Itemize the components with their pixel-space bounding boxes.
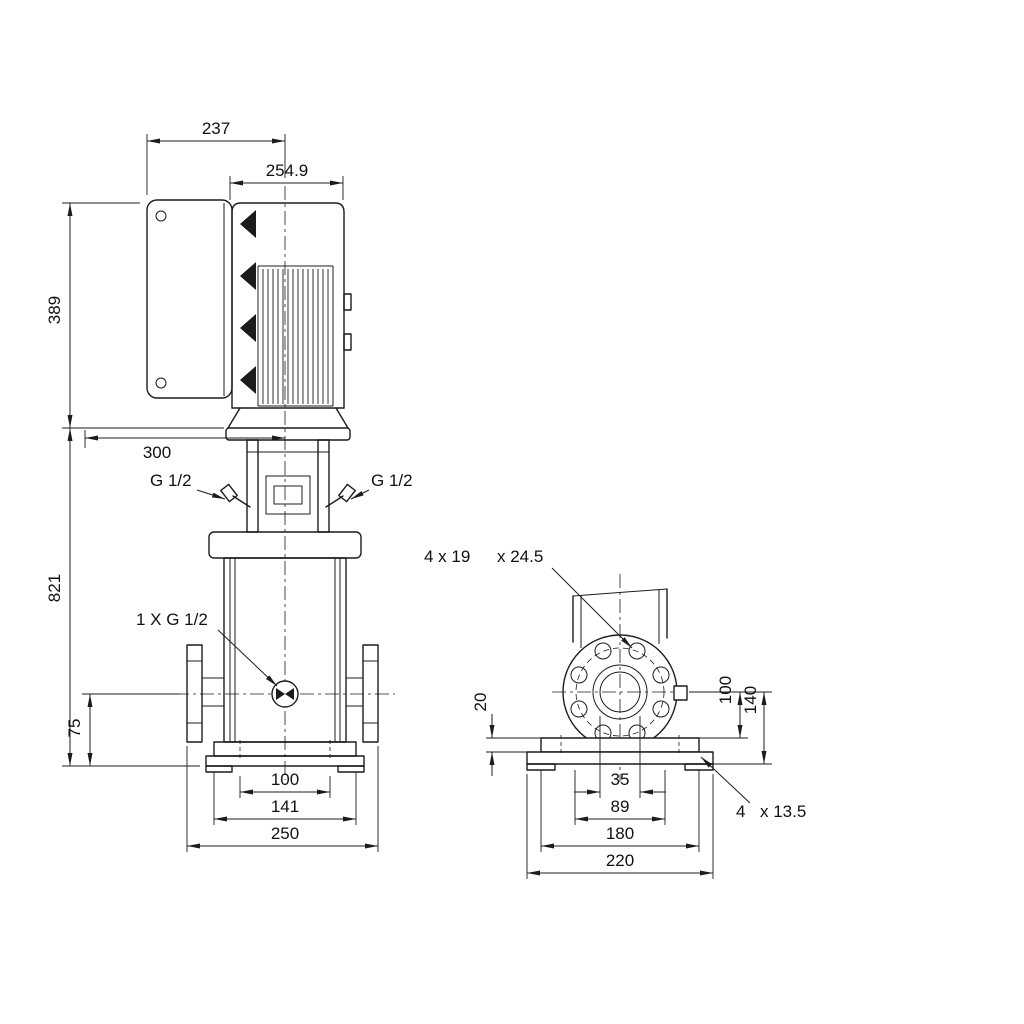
dim-821-label: 821: [45, 574, 64, 602]
dim-254-9: 254.9: [229, 161, 344, 200]
dim-220-label: 220: [606, 851, 634, 870]
dim-180: 180: [540, 770, 700, 852]
base-front: [205, 740, 365, 773]
dim-140: 140: [713, 686, 772, 765]
bolt-circle: [575, 647, 665, 737]
dim-20-label: 20: [471, 693, 490, 712]
base-holes-label-b: x 13.5: [760, 802, 806, 821]
dim-250: 250: [186, 746, 379, 852]
coupling-lantern: [220, 439, 356, 533]
callout-flange-holes: 4 x 19 x 24.5: [424, 547, 633, 649]
gauge-plug-right: [325, 483, 356, 508]
base-side: [526, 735, 714, 771]
dim-100-front-label: 100: [271, 770, 299, 789]
gauge-plug-left: [220, 483, 251, 508]
dim-20: 20: [471, 693, 541, 776]
dim-250-label: 250: [271, 824, 299, 843]
callout-drain: 1 X G 1/2: [136, 610, 278, 687]
dim-180-label: 180: [606, 824, 634, 843]
bolt-hole: [628, 642, 646, 660]
flange-bore: [599, 671, 641, 713]
flange-holes-label-a: 4 x 19: [424, 547, 470, 566]
dim-389-label: 389: [45, 296, 64, 324]
side-column: [572, 588, 668, 648]
base-holes-label-a: 4: [736, 802, 745, 821]
dim-89: 89: [574, 770, 666, 825]
dim-35: 35: [574, 716, 666, 798]
front-view: 237 254.9 389 821 300 75: [45, 119, 413, 852]
dim-100-side-label: 100: [716, 676, 735, 704]
motor-cooling-fins: [262, 269, 329, 404]
dim-100-front: 100: [239, 770, 331, 798]
callout-port-left: G 1/2: [150, 471, 226, 500]
control-box: [146, 199, 233, 399]
dim-389-821: 389 821: [45, 202, 224, 767]
flange-hub: [592, 664, 648, 720]
dim-75: 75: [65, 693, 180, 766]
bolt-hole: [594, 642, 612, 660]
dim-237: 237: [146, 119, 286, 195]
dim-100-side: 100: [689, 676, 772, 739]
motor-lug: [343, 333, 352, 351]
port-left-label: G 1/2: [150, 471, 192, 490]
flange-left: [186, 644, 224, 743]
bolt-hole: [652, 700, 670, 718]
side-view: 4 x 19 x 24.5 4 x 13.5 20 100 140: [424, 547, 806, 879]
dim-140-label: 140: [741, 686, 760, 714]
flange-right: [346, 644, 379, 743]
dim-220: 220: [526, 774, 714, 879]
motor-flange: [225, 427, 351, 441]
drain-label: 1 X G 1/2: [136, 610, 208, 629]
motor-lug: [343, 293, 352, 311]
dim-141-label: 141: [271, 797, 299, 816]
flange-holes-label-b: x 24.5: [497, 547, 543, 566]
bolt-hole: [652, 666, 670, 684]
bolt-hole: [570, 700, 588, 718]
screw-icon: [155, 210, 167, 222]
motor-side-fin-profile: [240, 210, 256, 394]
callout-base-holes: 4 x 13.5: [700, 756, 806, 821]
dim-35-label: 35: [611, 770, 630, 789]
drain-port: [271, 680, 299, 708]
flange-tab: [673, 685, 688, 701]
port-right-label: G 1/2: [371, 471, 413, 490]
dim-75-label: 75: [65, 719, 84, 738]
dim-89-label: 89: [611, 797, 630, 816]
dim-300: 300: [84, 430, 285, 462]
screw-icon: [155, 377, 167, 389]
dim-300-label: 300: [143, 443, 171, 462]
callout-port-right: G 1/2: [350, 471, 413, 500]
dim-254-9-label: 254.9: [266, 161, 309, 180]
motor: [225, 202, 352, 441]
dim-141: 141: [213, 772, 357, 825]
bolt-hole: [570, 666, 588, 684]
dim-237-label: 237: [202, 119, 230, 138]
